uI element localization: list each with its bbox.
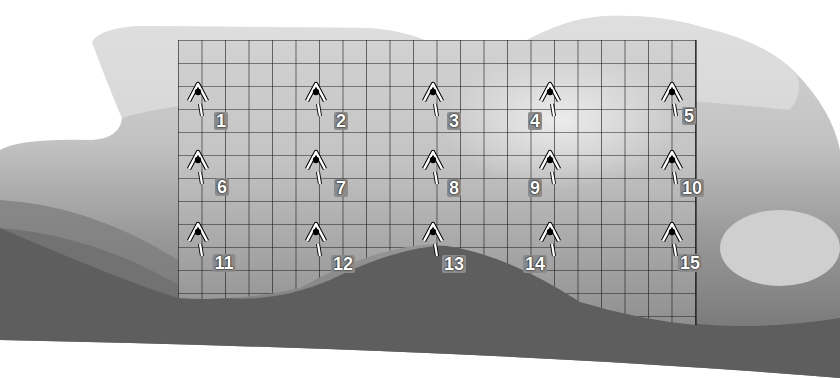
grid-ground [178,40,696,330]
callout-number: 15 [678,254,702,272]
callout-number: 12 [331,255,355,273]
callout-number: 6 [215,178,229,196]
object-shadow [0,200,178,298]
callout-number: 3 [447,112,461,130]
callout-number: 1 [214,112,228,130]
object-bump [720,210,840,286]
callout-number: 8 [447,179,461,197]
callout-number: 14 [523,255,547,273]
callout-number: 7 [334,179,348,197]
callout-number: 2 [334,112,348,130]
marker-symbols [189,84,681,256]
callout-number: 4 [528,112,542,130]
callout-number: 5 [682,107,696,125]
callout-number: 9 [528,179,542,197]
grid-area [178,40,697,330]
grid-lines [178,40,697,330]
callout-number: 10 [680,179,704,197]
object-body [0,16,840,378]
callout-number: 13 [442,255,466,273]
callout-number: 11 [212,254,235,272]
